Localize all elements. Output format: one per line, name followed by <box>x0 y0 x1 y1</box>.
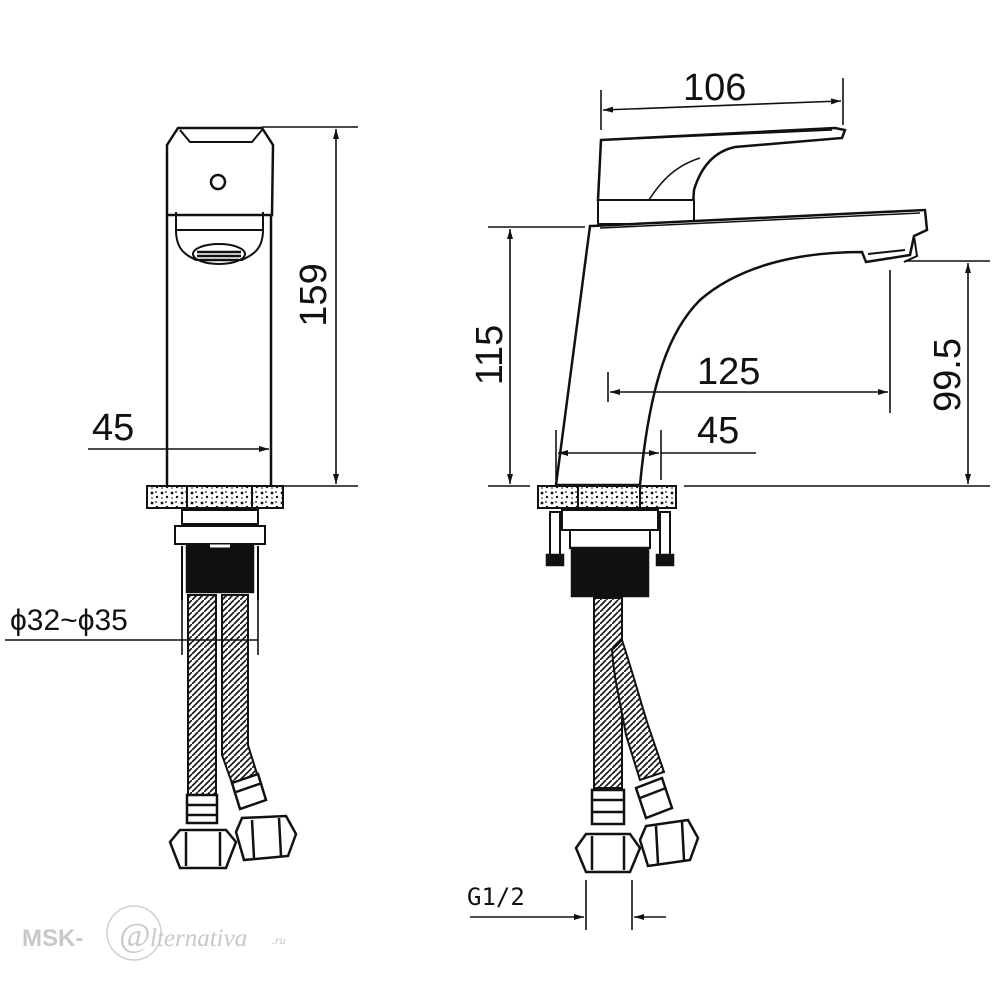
front-fitting-left <box>168 793 238 870</box>
dim-label-reach: 125 <box>697 351 760 393</box>
watermark-logo: MSK- @ lternativa .ru <box>22 905 286 961</box>
front-dimensions <box>5 126 358 655</box>
side-mounting <box>545 509 675 598</box>
side-dimensions <box>470 78 990 930</box>
side-spout-body <box>554 208 929 487</box>
front-hose-right <box>221 594 264 802</box>
side-hose-left <box>593 597 623 789</box>
dim-label-hole-diameter: ϕ32~ϕ35 <box>10 604 128 637</box>
side-base-plate <box>537 485 677 509</box>
side-fitting-left <box>574 788 642 874</box>
svg-text:@: @ <box>119 917 150 954</box>
side-fitting-right <box>634 776 700 868</box>
svg-text:.ru: .ru <box>272 933 286 947</box>
front-hose-left <box>187 594 217 796</box>
front-fitting-right <box>230 772 298 862</box>
side-hose-right <box>610 638 666 782</box>
dim-label-thread: G1/2 <box>467 883 525 911</box>
svg-text:lternativa: lternativa <box>150 925 247 952</box>
dim-label-body-height: 115 <box>469 325 511 386</box>
front-body <box>165 212 273 485</box>
dim-label-front-height: 159 <box>293 263 335 326</box>
front-view <box>146 126 298 870</box>
dim-line-106 <box>602 98 842 113</box>
side-view <box>537 126 929 874</box>
dim-label-base-width: 45 <box>697 410 739 452</box>
dim-label-lever-length: 106 <box>683 67 746 109</box>
front-mounting <box>174 509 266 600</box>
handle-indicator-dot <box>209 173 227 191</box>
front-base-plate <box>146 485 284 509</box>
front-handle <box>165 126 275 217</box>
svg-text:MSK-: MSK- <box>22 925 83 952</box>
dim-label-spout-height: 99.5 <box>927 338 969 412</box>
dim-label-front-width: 45 <box>92 407 134 449</box>
